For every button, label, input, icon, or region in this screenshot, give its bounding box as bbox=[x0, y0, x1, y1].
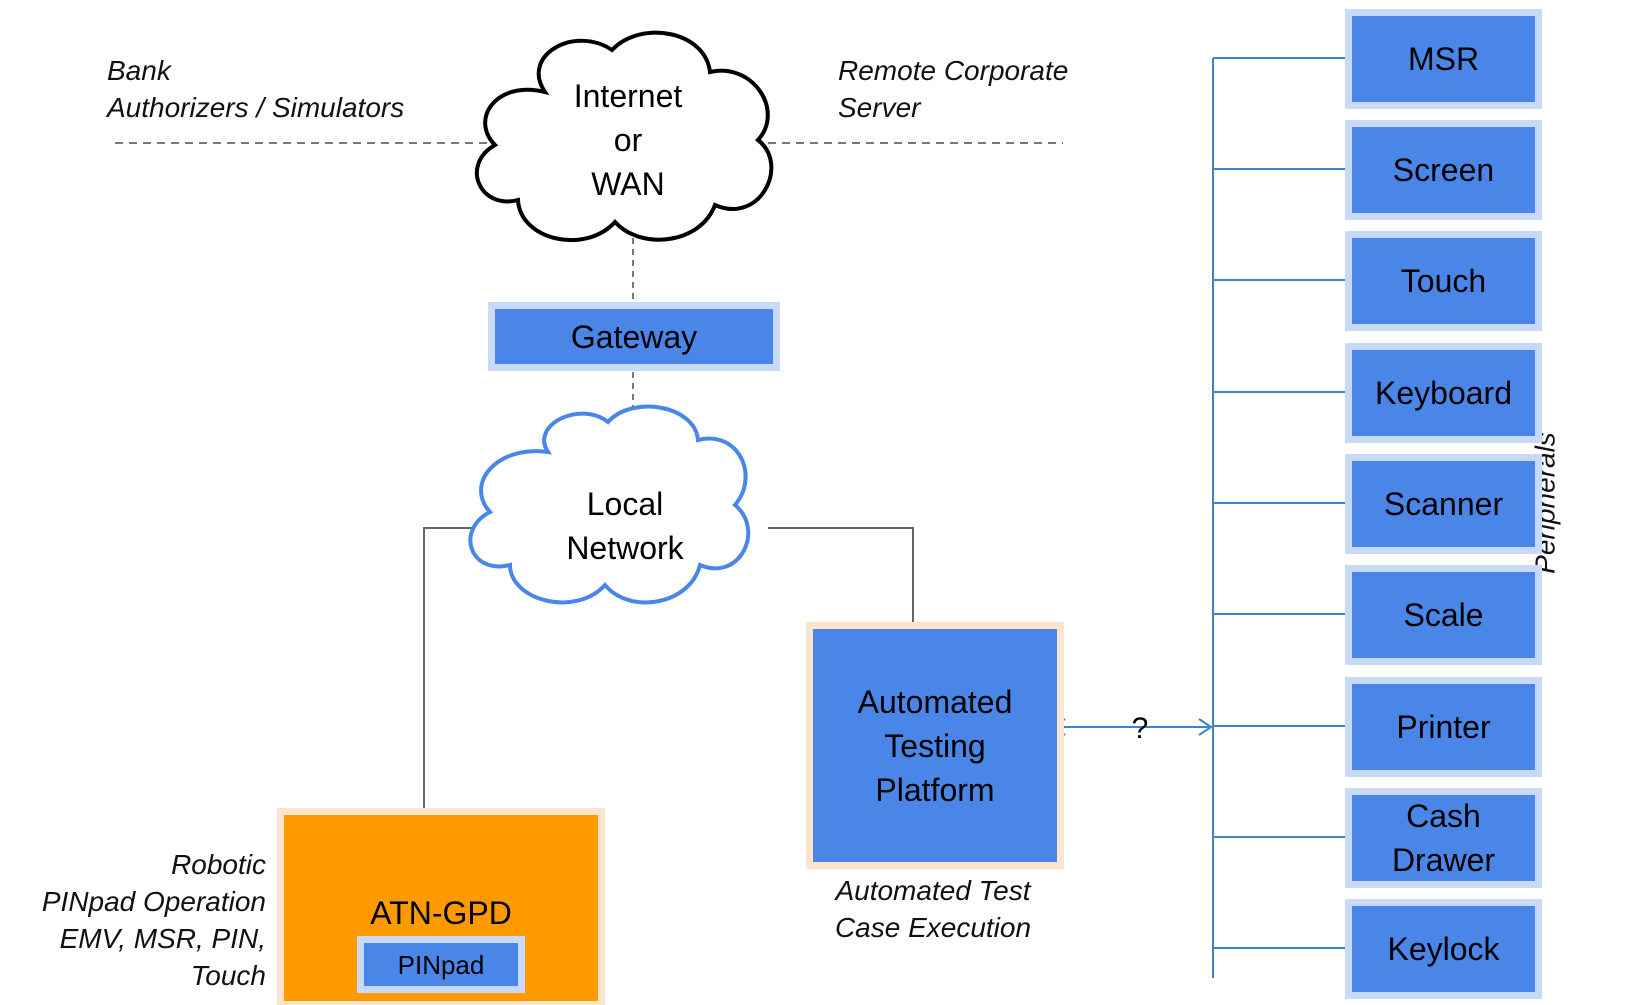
remote-note-line-1: Remote Corporate bbox=[838, 55, 1069, 86]
internet-cloud-shape bbox=[474, 30, 774, 243]
local-to-atn-link bbox=[423, 527, 510, 823]
internet-cloud-label: Internet or WAN bbox=[573, 78, 683, 202]
peripheral-screen-label: Screen bbox=[1392, 152, 1495, 188]
robotic-note-line-3: EMV, MSR, PIN, bbox=[59, 923, 266, 954]
peripheral-keyboard-label: Keyboard bbox=[1375, 375, 1512, 411]
execution-note-line-1: Automated Test bbox=[835, 875, 1031, 906]
pinpad-box: PINpad bbox=[357, 936, 525, 993]
peripheral-scale: Scale bbox=[1345, 565, 1542, 665]
robotic-operation-note: Robotic PINpad Operation EMV, MSR, PIN, … bbox=[42, 846, 266, 994]
peripheral-keyboard: Keyboard bbox=[1345, 343, 1542, 443]
robotic-note-line-4: Touch bbox=[190, 960, 266, 991]
gateway-label: Gateway bbox=[570, 318, 698, 355]
execution-note-line-2: Case Execution bbox=[834, 912, 1032, 943]
local-network-cloud-shape bbox=[468, 404, 751, 605]
gateway-box: Gateway bbox=[488, 302, 780, 371]
remote-server-note: Remote Corporate Server bbox=[838, 52, 1068, 126]
peripheral-touch: Touch bbox=[1345, 231, 1542, 331]
peripheral-scanner: Scanner bbox=[1345, 454, 1542, 554]
peripheral-cash-drawer: Cash Drawer bbox=[1345, 788, 1542, 888]
bank-authorizers-note: Bank Authorizers / Simulators bbox=[107, 52, 404, 126]
peripheral-touch-label: Touch bbox=[1400, 263, 1487, 299]
question-mark-label: ? bbox=[1131, 712, 1149, 745]
bank-note-line-2: Authorizers / Simulators bbox=[107, 92, 405, 123]
peripheral-cash-drawer-label: Cash Drawer bbox=[1391, 798, 1496, 878]
robotic-note-line-1: Robotic bbox=[171, 849, 266, 880]
peripheral-bus bbox=[1212, 57, 1345, 978]
peripheral-printer-label: Printer bbox=[1396, 709, 1491, 745]
peripheral-msr-label: MSR bbox=[1407, 41, 1480, 77]
peripheral-printer: Printer bbox=[1345, 677, 1542, 777]
peripheral-keylock: Keylock bbox=[1345, 899, 1542, 999]
local-to-atp-link bbox=[768, 527, 914, 622]
peripheral-screen: Screen bbox=[1345, 120, 1542, 220]
local-network-label: Local Network bbox=[566, 486, 684, 566]
atn-gpd-label: ATN-GPD bbox=[370, 895, 512, 931]
peripheral-scale-label: Scale bbox=[1403, 597, 1484, 633]
remote-note-line-2: Server bbox=[838, 92, 921, 123]
automated-testing-platform-box: Automated Testing Platform bbox=[806, 622, 1064, 869]
arrowhead-right bbox=[1198, 718, 1213, 736]
pinpad-label: PINpad bbox=[397, 949, 485, 980]
peripheral-msr: MSR bbox=[1345, 9, 1542, 109]
automated-execution-note: Automated Test Case Execution bbox=[818, 872, 1048, 946]
peripheral-keylock-label: Keylock bbox=[1387, 931, 1500, 967]
atp-label: Automated Testing Platform bbox=[857, 683, 1013, 808]
peripheral-scanner-label: Scanner bbox=[1383, 486, 1504, 522]
bank-note-line-1: Bank bbox=[107, 55, 171, 86]
robotic-note-line-2: PINpad Operation bbox=[41, 886, 266, 917]
